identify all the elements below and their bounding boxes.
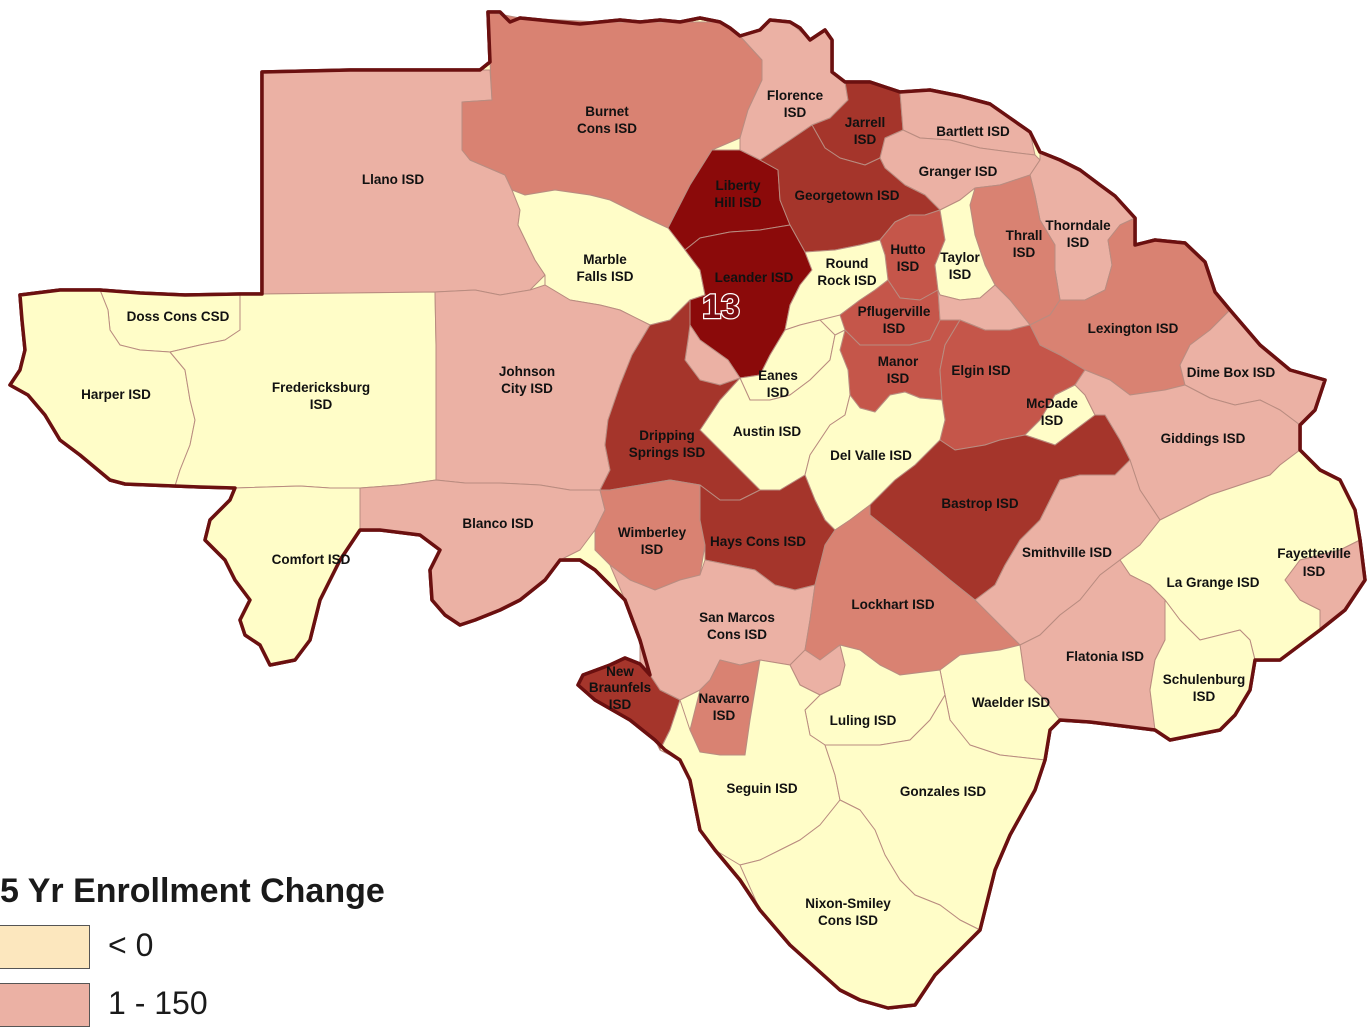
label-bastrop: Bastrop ISD: [941, 496, 1019, 511]
label-new-braunfels-2: Braunfels: [589, 680, 651, 695]
label-schulenburg-2: ISD: [1193, 689, 1216, 704]
label-manor-2: ISD: [887, 371, 910, 386]
label-schulenburg-1: Schulenburg: [1163, 672, 1246, 687]
label-austin: Austin ISD: [733, 424, 802, 439]
label-dripping-springs-2: Springs ISD: [629, 445, 706, 460]
label-jarrell-2: ISD: [854, 132, 877, 147]
label-round-rock-2: Rock ISD: [817, 273, 877, 288]
label-lexington: Lexington ISD: [1088, 321, 1179, 336]
label-eanes-1: Eanes: [758, 368, 798, 383]
label-fayetteville-2: ISD: [1303, 564, 1326, 579]
label-marble-falls-1: Marble: [583, 252, 627, 267]
label-gonzales: Gonzales ISD: [900, 784, 987, 799]
label-blanco: Blanco ISD: [462, 516, 534, 531]
label-mcdade-2: ISD: [1041, 413, 1064, 428]
label-round-rock-1: Round: [826, 256, 869, 271]
label-hays: Hays Cons ISD: [710, 534, 806, 549]
label-florence-2: ISD: [784, 105, 807, 120]
label-marble-falls-2: Falls ISD: [576, 269, 633, 284]
label-san-marcos-2: Cons ISD: [707, 627, 767, 642]
label-nixon-smiley-2: Cons ISD: [818, 913, 878, 928]
label-jarrell-1: Jarrell: [845, 115, 886, 130]
label-dime-box: Dime Box ISD: [1187, 365, 1276, 380]
label-dripping-springs-1: Dripping: [639, 428, 695, 443]
label-wimberley-2: ISD: [641, 542, 664, 557]
label-waelder: Waelder ISD: [972, 695, 1051, 710]
label-florence-1: Florence: [767, 88, 824, 103]
label-llano: Llano ISD: [362, 172, 425, 187]
label-johnson-city-2: City ISD: [501, 381, 553, 396]
label-mcdade-1: McDade: [1026, 396, 1078, 411]
label-del-valle: Del Valle ISD: [830, 448, 912, 463]
label-thorndale-1: Thorndale: [1045, 218, 1111, 233]
label-fredericksburg-1: Fredericksburg: [272, 380, 370, 395]
label-la-grange: La Grange ISD: [1166, 575, 1259, 590]
legend-label-lt0: < 0: [108, 927, 154, 963]
label-pflugerville-2: ISD: [883, 321, 906, 336]
legend: 5 Yr Enrollment Change < 0 1 - 150: [0, 872, 430, 1027]
label-harper: Harper ISD: [81, 387, 151, 402]
label-luling: Luling ISD: [830, 713, 897, 728]
region-outline-top: [8, 10, 1367, 1010]
district-blanco[interactable]: [359, 479, 606, 626]
label-navarro-1: Navarro: [698, 691, 749, 706]
legend-label-1-150: 1 - 150: [108, 985, 208, 1021]
label-johnson-city-1: Johnson: [499, 364, 555, 379]
legend-title: 5 Yr Enrollment Change: [0, 872, 385, 910]
label-pflugerville-1: Pflugerville: [858, 304, 931, 319]
label-manor-1: Manor: [878, 354, 919, 369]
label-thrall-2: ISD: [1013, 245, 1036, 260]
label-taylor-1: Taylor: [940, 250, 980, 265]
label-san-marcos-1: San Marcos: [699, 610, 775, 625]
district-polygons: [9, 11, 1366, 1009]
label-wimberley-1: Wimberley: [618, 525, 687, 540]
label-bartlett: Bartlett ISD: [936, 124, 1010, 139]
label-nixon-smiley-1: Nixon-Smiley: [805, 896, 891, 911]
label-fredericksburg-2: ISD: [310, 397, 333, 412]
label-granger: Granger ISD: [919, 164, 998, 179]
label-thrall-1: Thrall: [1006, 228, 1043, 243]
label-navarro-2: ISD: [713, 708, 736, 723]
label-thorndale-2: ISD: [1067, 235, 1090, 250]
label-fayetteville-1: Fayetteville: [1277, 546, 1351, 561]
label-smithville: Smithville ISD: [1022, 545, 1112, 560]
label-hutto-1: Hutto: [890, 242, 925, 257]
label-flatonia: Flatonia ISD: [1066, 649, 1144, 664]
label-comfort: Comfort ISD: [272, 552, 351, 567]
label-giddings: Giddings ISD: [1161, 431, 1246, 446]
label-eanes-2: ISD: [767, 385, 790, 400]
label-doss: Doss Cons CSD: [127, 309, 230, 324]
label-liberty-hill-2: Hill ISD: [714, 195, 762, 210]
label-georgetown: Georgetown ISD: [794, 188, 899, 203]
label-new-braunfels-3: ISD: [609, 697, 632, 712]
region-number: 13: [702, 288, 740, 326]
label-seguin: Seguin ISD: [726, 781, 798, 796]
district-labels: Llano ISD Burnet Cons ISD Florence ISD J…: [81, 88, 1351, 928]
label-leander: Leander ISD: [715, 270, 794, 285]
district-comfort[interactable]: [204, 485, 361, 666]
label-lockhart: Lockhart ISD: [851, 597, 935, 612]
label-elgin: Elgin ISD: [951, 363, 1011, 378]
label-hutto-2: ISD: [897, 259, 920, 274]
label-burnet-1: Burnet: [585, 104, 629, 119]
label-new-braunfels-1: New: [606, 664, 634, 679]
label-taylor-2: ISD: [949, 267, 972, 282]
legend-swatch-lt0: [0, 925, 90, 969]
label-liberty-hill-1: Liberty: [715, 178, 761, 193]
label-burnet-2: Cons ISD: [577, 121, 637, 136]
legend-swatch-1-150: [0, 983, 90, 1027]
